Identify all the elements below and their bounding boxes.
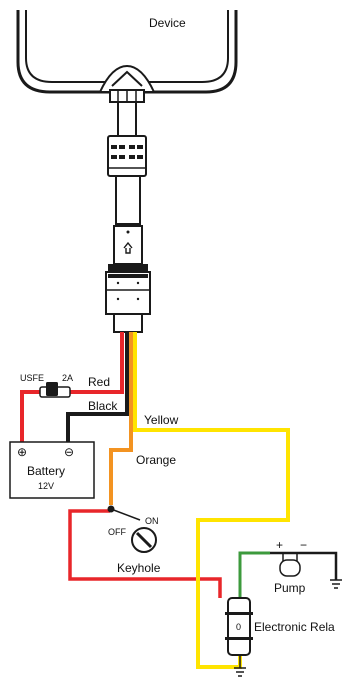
- fuse-label: USFE: [20, 373, 44, 383]
- battery-label: Battery: [27, 464, 65, 478]
- wire-label-red: Red: [88, 375, 110, 389]
- battery-plus-icon: ⊕: [17, 445, 27, 459]
- relay-marker: 0: [236, 622, 241, 632]
- wire-label-orange: Orange: [136, 453, 176, 467]
- wire-green: [238, 551, 338, 598]
- pump-minus: −: [300, 538, 307, 552]
- relay-label: Electronic Rela: [254, 620, 335, 634]
- fuse-rating: 2A: [62, 373, 73, 383]
- battery-voltage: 12V: [38, 481, 54, 491]
- wire-yellow: [133, 332, 290, 669]
- keyhole-off-label: OFF: [108, 527, 126, 537]
- device-label: Device: [149, 16, 186, 30]
- pump-plus: +: [276, 538, 283, 552]
- battery: ⊕ ⊖ Battery 12V: [9, 441, 95, 499]
- battery-minus-icon: ⊖: [64, 445, 74, 459]
- pump-label: Pump: [274, 581, 306, 595]
- wire-red: [20, 332, 222, 598]
- wire-label-yellow: Yellow: [144, 413, 179, 427]
- fuse: USFE 2A: [20, 373, 73, 398]
- wire-black: [66, 332, 129, 442]
- device-unit: Device: [16, 10, 238, 103]
- wire-orange: [109, 332, 133, 505]
- wire-label-black: Black: [88, 399, 118, 413]
- electronic-relay: 0 Electronic Rela: [225, 597, 335, 677]
- pump: + − Pump: [274, 538, 342, 595]
- keyhole-on-label: ON: [145, 516, 159, 526]
- cable-connector: [105, 101, 151, 333]
- keyhole-label: Keyhole: [117, 561, 161, 575]
- keyhole-switch: OFF ON Keyhole: [107, 505, 161, 575]
